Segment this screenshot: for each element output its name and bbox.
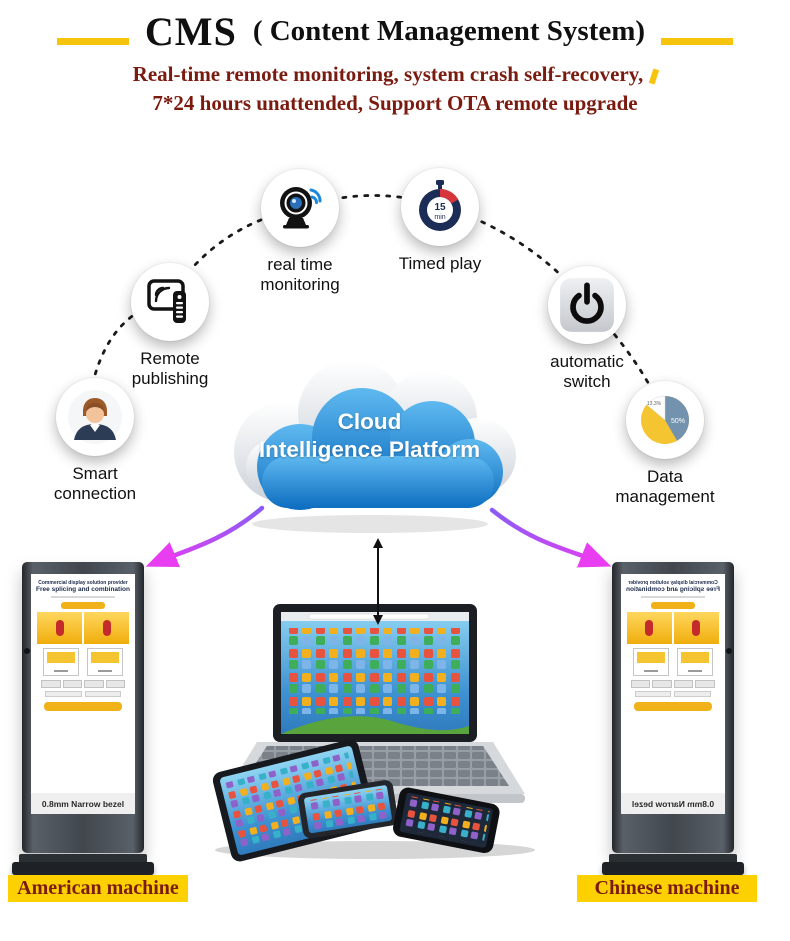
timer-unit: min	[434, 214, 445, 221]
feature-label: Smart connection	[53, 464, 137, 503]
power-icon	[548, 266, 626, 344]
pie-label-large: 50%	[671, 418, 685, 425]
kiosk-chinese: Commercial display solution provider Fre…	[602, 562, 744, 875]
kiosk-diagrams	[43, 648, 123, 676]
title-accent-right	[661, 38, 734, 45]
page-title: CMS ( Content Management System)	[0, 8, 790, 55]
kiosk-spec-row	[635, 691, 711, 697]
kiosk-screen: Commercial display solution provider Fre…	[621, 574, 725, 814]
laptop-graphic	[212, 604, 535, 862]
kiosk-text-bar	[50, 596, 116, 598]
kiosk-pill-button	[61, 602, 105, 609]
kiosk-diagrams	[633, 648, 713, 676]
webcam-icon	[261, 169, 339, 247]
timer-icon: 15 min	[401, 168, 479, 246]
kiosk-subheadline: Free splicing and combination	[36, 586, 130, 593]
pie-label-small: 13.3%	[647, 401, 662, 407]
kiosk-base	[12, 862, 154, 875]
title-accent-left	[56, 38, 129, 45]
kiosk-spec-row	[45, 691, 121, 697]
feature-automatic-switch: automatic switch	[512, 266, 662, 391]
subtitle: Real-time remote monitoring, system cras…	[0, 60, 790, 119]
kiosk-thumbnail-row	[41, 680, 125, 688]
kiosk-headline: Commercial display solution provider	[38, 580, 128, 586]
kiosk-text-bar	[640, 596, 706, 598]
kiosk-cta-button	[44, 702, 122, 711]
timer-value: 15	[434, 202, 446, 213]
kiosk-bezel-text: 0.8mm Narrow bezel	[31, 793, 135, 814]
subtitle-accent-tick	[649, 68, 660, 85]
person-icon	[56, 378, 134, 456]
kiosk-pill-button	[651, 602, 695, 609]
phone-left-graphic	[298, 780, 398, 839]
feature-real-time-monitoring: real time monitoring	[225, 169, 375, 294]
feature-label: Data management	[615, 467, 715, 506]
remote-control-icon	[131, 263, 209, 341]
subtitle-line2: 7*24 hours unattended, Support OTA remot…	[152, 91, 638, 116]
kiosk-speaker	[726, 648, 732, 654]
pie-chart-icon: 13.3% 50%	[626, 381, 704, 459]
kiosk-bezel-text: 0.8mm Narrow bezel	[621, 793, 725, 814]
feature-data-management: 13.3% 50% Data management	[590, 381, 740, 506]
phone-right-graphic	[393, 787, 500, 853]
kiosk-photo-banner	[627, 612, 719, 644]
cloud-title-line2: Intelligence Platform	[258, 437, 481, 462]
feature-remote-publishing: Remote publishing	[95, 263, 245, 388]
kiosk-american: Commercial display solution provider Fre…	[12, 562, 154, 875]
subtitle-line1: Real-time remote monitoring, system cras…	[0, 60, 790, 89]
kiosk-step	[609, 854, 737, 865]
feature-label: real time monitoring	[260, 255, 340, 294]
kiosk-subheadline: Free splicing and combination	[626, 586, 720, 593]
kiosk-screen: Commercial display solution provider Fre…	[31, 574, 135, 814]
feature-timed-play: 15 min Timed play	[365, 168, 515, 274]
cloud-title: Cloud Intelligence Platform	[212, 408, 527, 464]
kiosk-cta-button	[634, 702, 712, 711]
kiosk-base	[602, 862, 744, 875]
label-chinese-machine: Chinese machine	[577, 875, 757, 902]
cloud-title-line1: Cloud	[337, 409, 402, 434]
kiosk-speaker	[24, 648, 30, 654]
feature-smart-connection: Smart connection	[20, 378, 170, 503]
label-american-machine: American machine	[8, 875, 188, 902]
cloud-intelligence-platform: Cloud Intelligence Platform	[212, 352, 527, 542]
laptop-devices	[205, 598, 545, 863]
header: CMS ( Content Management System) Real-ti…	[0, 8, 790, 119]
kiosk-thumbnail-row	[631, 680, 715, 688]
kiosk-step	[19, 854, 147, 865]
title-paren: ( Content Management System)	[252, 15, 646, 47]
kiosk-photo-banner	[37, 612, 129, 644]
title-main: CMS	[144, 9, 237, 54]
feature-label: Timed play	[398, 254, 482, 273]
